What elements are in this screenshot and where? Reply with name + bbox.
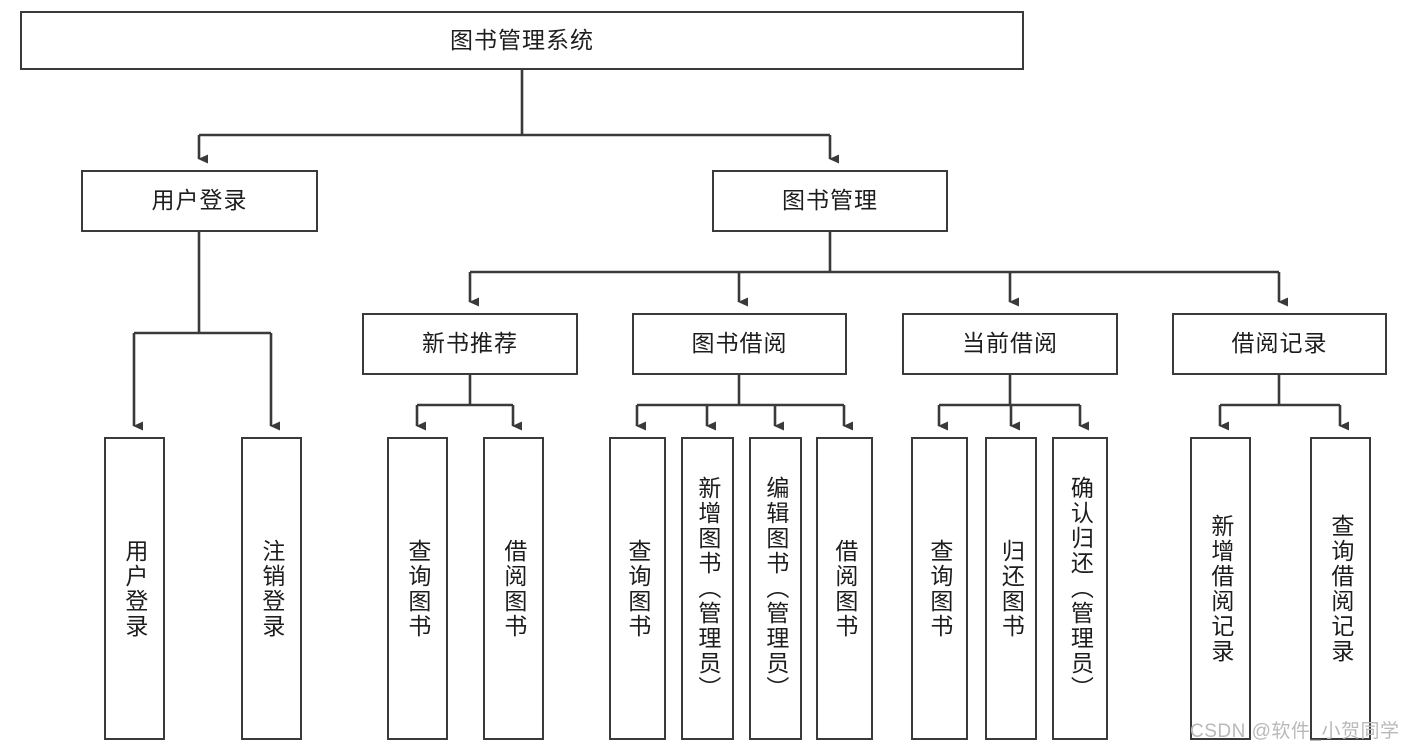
- level2-node-current_borrow[interactable]: 当前借阅: [902, 313, 1118, 375]
- node-label: 图书管理系统: [450, 26, 594, 53]
- leaf-node-leaf_edit_book_admin[interactable]: 编辑图书（管理员）: [749, 437, 802, 740]
- level2-node-book_borrow[interactable]: 图书借阅: [632, 313, 847, 375]
- leaf-node-leaf_query_book_1[interactable]: 查询图书: [387, 437, 448, 740]
- node-label: 图书借阅: [691, 330, 788, 357]
- node-label: 用户登录: [151, 187, 248, 214]
- leaf-node-leaf_query_book_3[interactable]: 查询图书: [911, 437, 968, 740]
- level1-node-book_manage[interactable]: 图书管理: [712, 170, 948, 232]
- node-label: 图书管理: [782, 187, 878, 214]
- node-label: 归还图书: [998, 538, 1025, 639]
- node-label: 确认归还（管理员）: [1067, 476, 1094, 701]
- leaf-node-leaf_add_borrow_record[interactable]: 新增借阅记录: [1190, 437, 1251, 740]
- node-label: 注销登录: [258, 538, 285, 639]
- leaf-node-leaf_user_login[interactable]: 用户登录: [104, 437, 165, 740]
- node-label: 查询图书: [404, 538, 431, 639]
- level1-node-user_login[interactable]: 用户登录: [81, 170, 318, 232]
- leaf-node-leaf_confirm_return_admin[interactable]: 确认归还（管理员）: [1052, 437, 1108, 740]
- node-label: 查询图书: [624, 538, 651, 639]
- leaf-node-leaf_query_book_2[interactable]: 查询图书: [609, 437, 666, 740]
- node-label: 当前借阅: [962, 330, 1058, 357]
- leaf-node-leaf_borrow_book_2[interactable]: 借阅图书: [816, 437, 873, 740]
- node-label: 借阅图书: [831, 538, 858, 639]
- node-label: 新书推荐: [422, 330, 518, 357]
- level2-node-borrow_record[interactable]: 借阅记录: [1172, 313, 1387, 375]
- node-label: 新增图书（管理员）: [694, 476, 721, 701]
- leaf-node-leaf_query_borrow_record[interactable]: 查询借阅记录: [1310, 437, 1371, 740]
- node-label: 借阅记录: [1231, 330, 1328, 357]
- level2-node-new_book_rec[interactable]: 新书推荐: [362, 313, 578, 375]
- leaf-node-leaf_return_book[interactable]: 归还图书: [985, 437, 1037, 740]
- leaf-node-leaf_borrow_book_1[interactable]: 借阅图书: [483, 437, 544, 740]
- node-label: 新增借阅记录: [1207, 513, 1234, 664]
- node-label: 借阅图书: [500, 538, 527, 639]
- node-label: 查询图书: [926, 538, 953, 639]
- node-label: 查询借阅记录: [1327, 513, 1354, 664]
- leaf-node-leaf_user_logout[interactable]: 注销登录: [241, 437, 302, 740]
- node-label: 编辑图书（管理员）: [762, 476, 789, 701]
- leaf-node-leaf_add_book_admin[interactable]: 新增图书（管理员）: [681, 437, 734, 740]
- root-node[interactable]: 图书管理系统: [20, 11, 1024, 70]
- node-label: 用户登录: [121, 538, 148, 639]
